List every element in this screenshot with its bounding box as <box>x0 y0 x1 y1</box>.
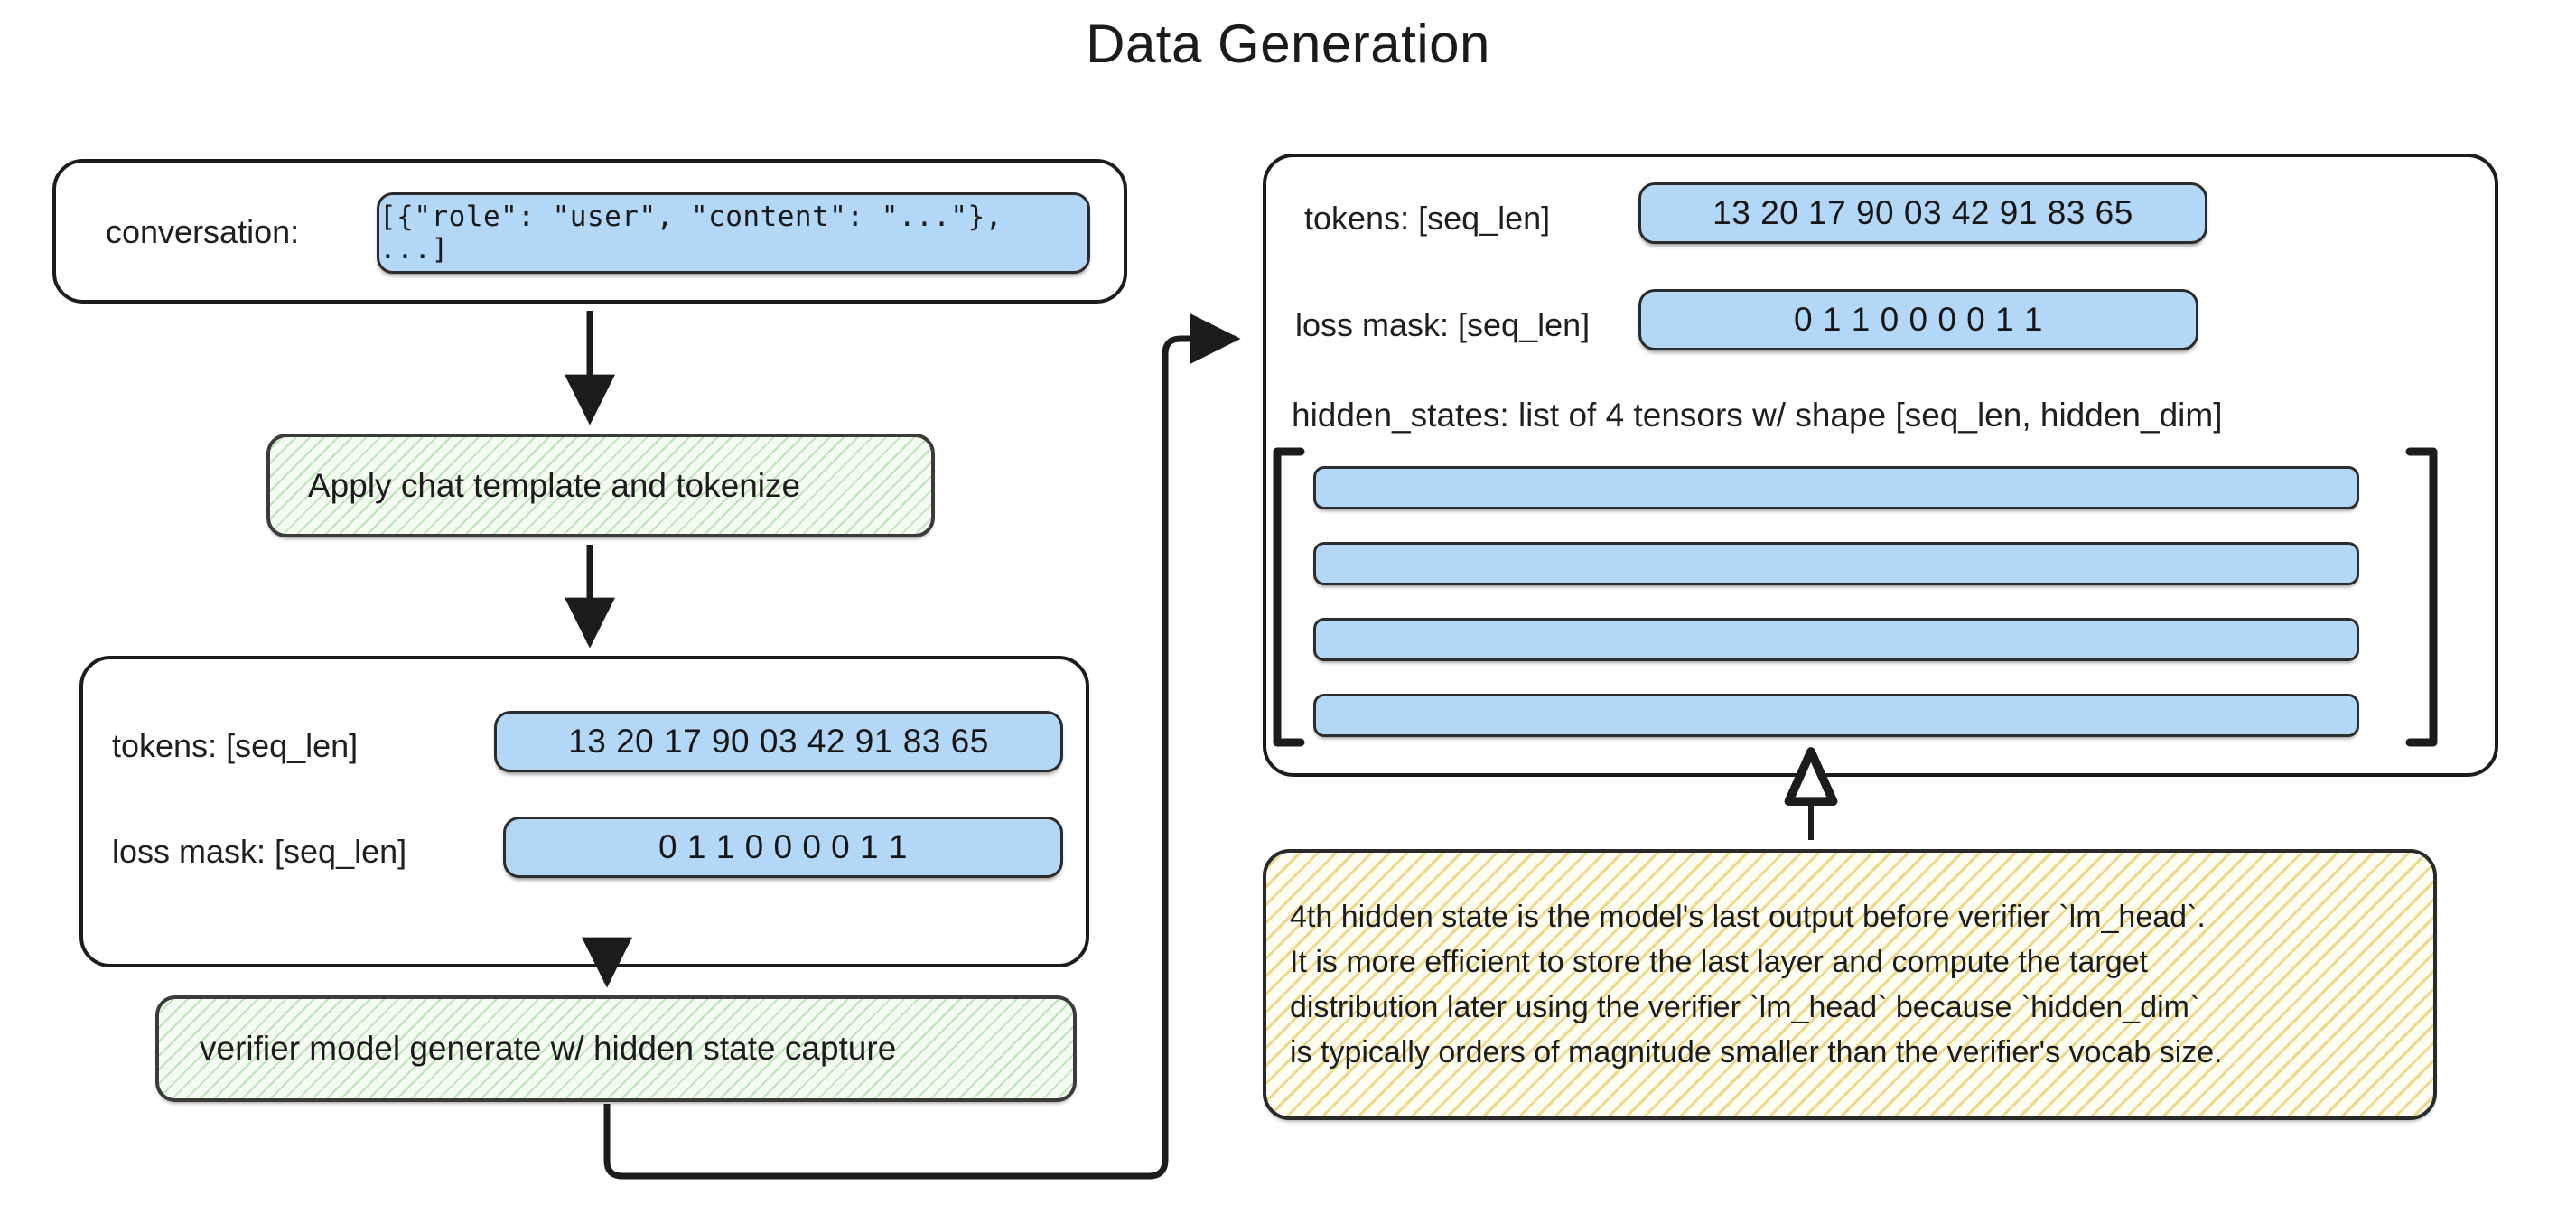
verifier-output-box: tokens: [seq_len] 13 20 17 90 03 42 91 8… <box>1263 154 2498 777</box>
conversation-label: conversation: <box>106 213 300 250</box>
hidden-state-bar-1 <box>1313 466 2359 509</box>
loss-mask-label-right: loss mask: [seq_len] <box>1295 306 1591 343</box>
step-apply-chat-template: Apply chat template and tokenize <box>266 434 935 537</box>
note-line-3: distribution later using the verifier `l… <box>1290 990 2200 1024</box>
explanation-note: 4th hidden state is the model's last out… <box>1263 849 2437 1120</box>
note-line-1: 4th hidden state is the model's last out… <box>1290 900 2206 934</box>
hidden-states-label: hidden_states: list of 4 tensors w/ shap… <box>1292 397 2223 434</box>
hidden-state-bar-2 <box>1313 542 2359 585</box>
conversation-value: [{"role": "user", "content": "..."}, ...… <box>377 192 1090 274</box>
loss-mask-value-left: 0 1 1 0 0 0 0 1 1 <box>503 817 1063 878</box>
tokens-label-right: tokens: [seq_len] <box>1304 200 1551 237</box>
loss-mask-value-right: 0 1 1 0 0 0 0 1 1 <box>1638 289 2198 350</box>
tokens-lossmask-box-left: tokens: [seq_len] 13 20 17 90 03 42 91 8… <box>79 656 1089 967</box>
step-verifier-generate: verifier model generate w/ hidden state … <box>155 995 1077 1102</box>
loss-mask-label-left: loss mask: [seq_len] <box>112 833 407 870</box>
step-verifier-generate-label: verifier model generate w/ hidden state … <box>200 1030 897 1067</box>
hidden-state-bar-3 <box>1313 618 2359 661</box>
tokens-label-left: tokens: [seq_len] <box>112 727 359 764</box>
tokens-value-left: 13 20 17 90 03 42 91 83 65 <box>494 711 1063 772</box>
conversation-box: conversation: [{"role": "user", "content… <box>52 159 1127 304</box>
page-title: Data Generation <box>1086 14 1490 74</box>
step-apply-chat-template-label: Apply chat template and tokenize <box>308 466 801 504</box>
hidden-state-bar-4 <box>1313 694 2359 737</box>
note-line-4: is typically orders of magnitude smaller… <box>1290 1035 2223 1069</box>
note-line-2: It is more efficient to store the last l… <box>1290 945 2148 979</box>
tokens-value-right: 13 20 17 90 03 42 91 83 65 <box>1638 182 2207 244</box>
